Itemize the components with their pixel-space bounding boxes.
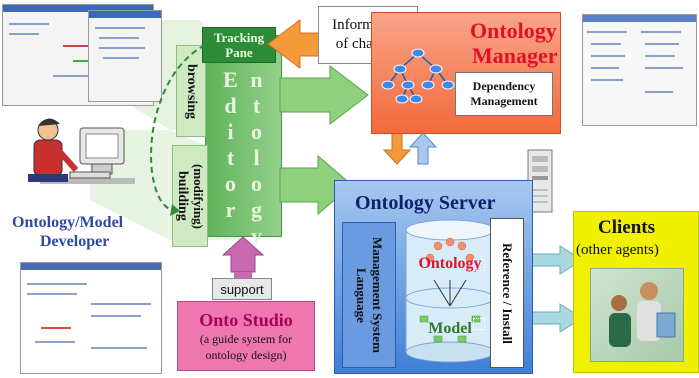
ontology-tree-icon <box>381 48 455 104</box>
clients-photo <box>590 268 684 362</box>
ontology-label: Ontology <box>418 255 482 272</box>
ontology-server-title: Ontology Server <box>355 192 496 214</box>
building-label: building <box>175 171 190 221</box>
ontology-editor-title: Ontology Editor <box>218 41 269 249</box>
server-to-manager-arrow <box>408 132 438 165</box>
support-arrow <box>221 236 265 273</box>
clients-subtitle: (other agents) <box>576 242 659 258</box>
dependency-management-box: Dependency Management <box>455 72 553 116</box>
ontology-manager-title-1: Ontology <box>470 18 557 43</box>
building-strip: building (modifying) <box>172 145 208 247</box>
tracking-dashed-arrow <box>150 44 206 211</box>
browsing-label: browsing <box>184 63 199 119</box>
reference-install-box: Reference / Install <box>490 218 524 368</box>
browsing-strip: browsing <box>176 45 206 137</box>
ontology-port-marker <box>473 259 485 271</box>
ontostudio-screenshot <box>20 262 162 374</box>
clients-people-icon <box>609 282 676 347</box>
developer-label-2: Developer <box>40 233 110 250</box>
support-label: support <box>220 281 264 297</box>
ontostudio-line1: (a guide system for <box>199 332 293 346</box>
manager-to-server-arrow <box>382 132 412 165</box>
tracking-pane: Tracking Pane <box>202 27 276 63</box>
ontostudio-title: Onto Studio <box>199 310 293 330</box>
ontology-editor-panel <box>205 35 282 237</box>
developer-label-1: Ontology/Model <box>12 214 124 231</box>
support-stem <box>234 272 252 280</box>
tracking-pane-label: Tracking Pane <box>213 30 265 60</box>
support-label-box: support <box>212 278 272 300</box>
model-label: Model <box>428 320 472 337</box>
developer-illustration <box>28 118 135 184</box>
ontostudio-box: Onto Studio (a guide system for ontology… <box>177 301 315 371</box>
ontology-manager-title-2: Manager <box>472 43 558 68</box>
language-line2: Management System <box>370 237 385 353</box>
dependency-line2: Management <box>470 94 538 108</box>
language-management-box: Language Management System <box>342 222 396 368</box>
reference-install-label: Reference / Install <box>500 242 515 344</box>
modifying-label: (modifying) <box>191 163 206 229</box>
manager-screenshot <box>582 14 697 126</box>
editor-to-manager-arrow <box>279 64 369 126</box>
clients-title: Clients <box>598 217 655 238</box>
language-line1: Language <box>354 267 369 323</box>
editor-screenshot-overlay <box>88 10 162 102</box>
ontostudio-line2: ontology design) <box>205 348 287 362</box>
model-port-marker <box>473 318 485 330</box>
dashed-arrow-head <box>170 204 180 216</box>
database-cylinder <box>405 219 495 363</box>
dependency-line1: Dependency <box>472 79 536 93</box>
